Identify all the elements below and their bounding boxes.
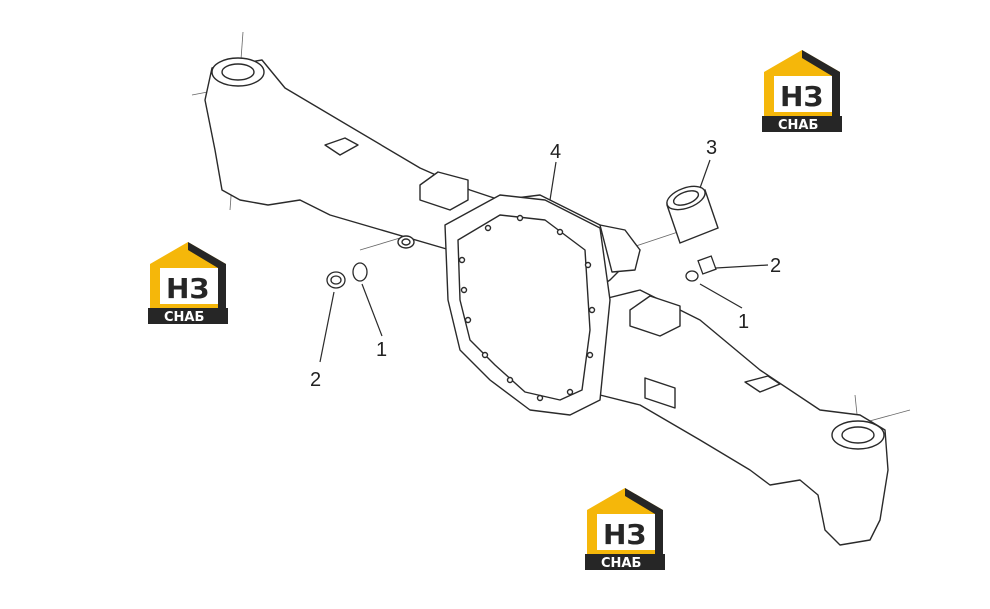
- axle-housing: [204, 57, 889, 546]
- logo-caption: СНАБ: [778, 118, 818, 133]
- callout-1-right: 1: [738, 311, 749, 333]
- watermark-logo-left: НЗ СНАБ: [148, 242, 228, 325]
- logo-caption: СНАБ: [601, 556, 641, 571]
- callout-4: 4: [550, 141, 561, 163]
- callout-1-left: 1: [376, 339, 387, 361]
- callout-labels: 4 3 2 1 1 2: [310, 137, 781, 391]
- callout-2-left: 2: [310, 369, 321, 391]
- watermark-logo-bottom: НЗ СНАБ: [585, 488, 665, 571]
- logo-letters: НЗ: [780, 80, 823, 113]
- callout-2-right: 2: [770, 255, 781, 277]
- logo-caption: СНАБ: [164, 310, 204, 325]
- callout-3: 3: [706, 137, 717, 159]
- logo-letters: НЗ: [166, 272, 209, 305]
- logo-letters: НЗ: [603, 518, 646, 551]
- bushing-part-3: [666, 185, 719, 244]
- leader-lines: [319, 159, 769, 363]
- watermark-logo-top-right: НЗ СНАБ: [762, 50, 842, 133]
- plug-part-2-left: [326, 262, 368, 289]
- plug-part-2-right: [685, 255, 717, 282]
